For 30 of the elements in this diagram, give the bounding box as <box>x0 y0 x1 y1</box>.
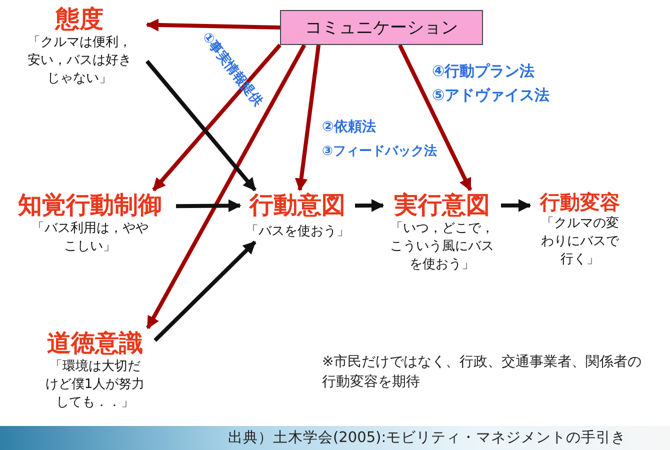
arrow <box>152 44 282 192</box>
process-box: コミュニケーション <box>280 10 483 45</box>
arrow <box>398 44 472 192</box>
quote-text: 「バス利用は，ややこしい」 <box>30 220 150 256</box>
concept-heading: 知覚行動制御 <box>18 190 162 220</box>
quote-text: 「クルマの変わりにバスで行く」 <box>540 215 620 270</box>
quote-text: 「環境は大切だけど僕1人が努力しても．．」 <box>45 358 145 412</box>
arrow <box>355 199 384 212</box>
arrow <box>146 18 280 32</box>
note-text: ※市民だけではなく、行政、交通事業者、関係者の行動変容を期待 <box>322 353 643 392</box>
concept-heading: 行動変容 <box>540 190 620 215</box>
method-label: ⑤アドヴァイス法 <box>432 86 550 105</box>
arrow <box>154 240 256 342</box>
method-label: ①事実情報提供 <box>198 28 266 110</box>
quote-text: 「クルマは便利，安い，バスは好きじゃない」 <box>26 34 132 88</box>
concept-heading: 態度 <box>56 4 104 34</box>
method-label: ③フィードバック法 <box>322 143 438 160</box>
concept-heading: 実行意図 <box>394 190 490 220</box>
arrow <box>146 44 306 330</box>
arrow <box>294 44 321 192</box>
concept-heading: 行動意図 <box>250 190 346 220</box>
source-caption: 出典）土木学会(2005):モビリティ・マネジメントの手引き <box>228 428 626 447</box>
method-label: ②依頼法 <box>322 118 376 136</box>
arrow <box>501 199 532 212</box>
arrow <box>145 60 256 192</box>
concept-heading: 道徳意識 <box>47 328 143 358</box>
quote-text: 「バスを使おう」 <box>244 223 350 241</box>
arrow <box>176 199 242 212</box>
method-label: ④行動プラン法 <box>432 62 535 81</box>
quote-text: 「いつ，どこで，こういう風にバスを使おう」 <box>389 220 495 274</box>
